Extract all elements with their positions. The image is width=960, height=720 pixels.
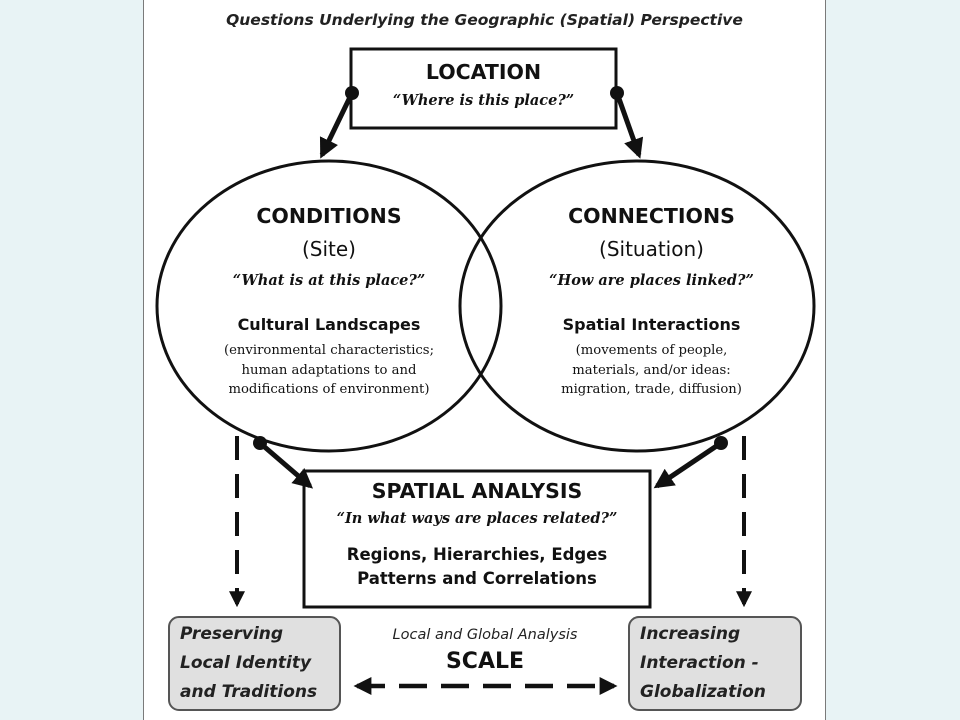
conditions-ellipse	[155, 159, 503, 453]
right-box	[628, 616, 802, 711]
diagram-graphics	[155, 47, 816, 711]
spatial-analysis-topics: Regions, Hierarchies, Edges Patterns and…	[304, 543, 650, 590]
spatial-analysis-topic: Regions, Hierarchies, Edges	[346, 545, 608, 564]
connections-detail-line: materials, and/or ideas:	[572, 362, 731, 378]
connections-heading: CONNECTIONS	[568, 204, 735, 228]
connections-topic: Spatial Interactions	[562, 315, 741, 334]
location-heading: LOCATION	[425, 60, 542, 84]
left-box-line: Preserving	[180, 624, 284, 644]
spatial-analysis-heading: SPATIAL ANALYSIS	[371, 479, 583, 503]
conditions-detail-line: (environmental characteristics;	[223, 343, 435, 358]
right-box-line: Globalization	[640, 682, 766, 702]
connections-detail-line: migration, trade, diffusion)	[561, 382, 742, 397]
location-to-conditions-arrow	[319, 91, 355, 159]
left-box-text: Preserving Local Identity and Traditions	[180, 620, 317, 707]
scale-caption: Local and Global Analysis	[392, 627, 578, 643]
conditions-to-analysis-arrow	[258, 441, 314, 489]
conditions-detail-line: modifications of environment)	[228, 382, 430, 397]
spatial-analysis-question: “In what ways are places related?”	[336, 510, 618, 527]
diagram-title: Questions Underlying the Geographic (Spa…	[226, 11, 743, 29]
left-box-line: Local Identity	[180, 653, 312, 673]
connections-to-analysis-arrow	[653, 440, 723, 489]
conditions-detail-line: human adaptations to and	[241, 362, 417, 378]
conditions-subheading: (Site)	[301, 237, 356, 261]
right-box-text: Increasing Interaction - Globalization	[640, 620, 766, 707]
location-to-connections-arrow	[614, 92, 644, 159]
conditions-topic: Cultural Landscapes	[237, 315, 421, 334]
conditions-question: “What is at this place?”	[232, 272, 426, 289]
left-box	[168, 616, 341, 711]
spatial-analysis-topic: Patterns and Correlations	[357, 568, 597, 588]
scale-label: SCALE	[445, 649, 525, 674]
right-box-line: Increasing	[640, 624, 741, 644]
slide: Questions Underlying the Geographic (Spa…	[143, 0, 826, 720]
connections-ellipse	[458, 159, 816, 453]
connections-question: “How are places linked?”	[549, 272, 754, 289]
conditions-heading: CONDITIONS	[256, 204, 402, 228]
right-box-line: Interaction -	[640, 653, 759, 673]
location-question: “Where is this place?”	[392, 92, 575, 109]
connections-subheading: (Situation)	[599, 237, 704, 261]
conditions-details: (environmental characteristics; human ad…	[184, 341, 474, 400]
connections-details: (movements of people, materials, and/or …	[509, 341, 794, 400]
connections-detail-line: (movements of people,	[575, 343, 728, 358]
spatial-analysis-box	[302, 469, 652, 609]
left-box-line: and Traditions	[180, 682, 318, 702]
